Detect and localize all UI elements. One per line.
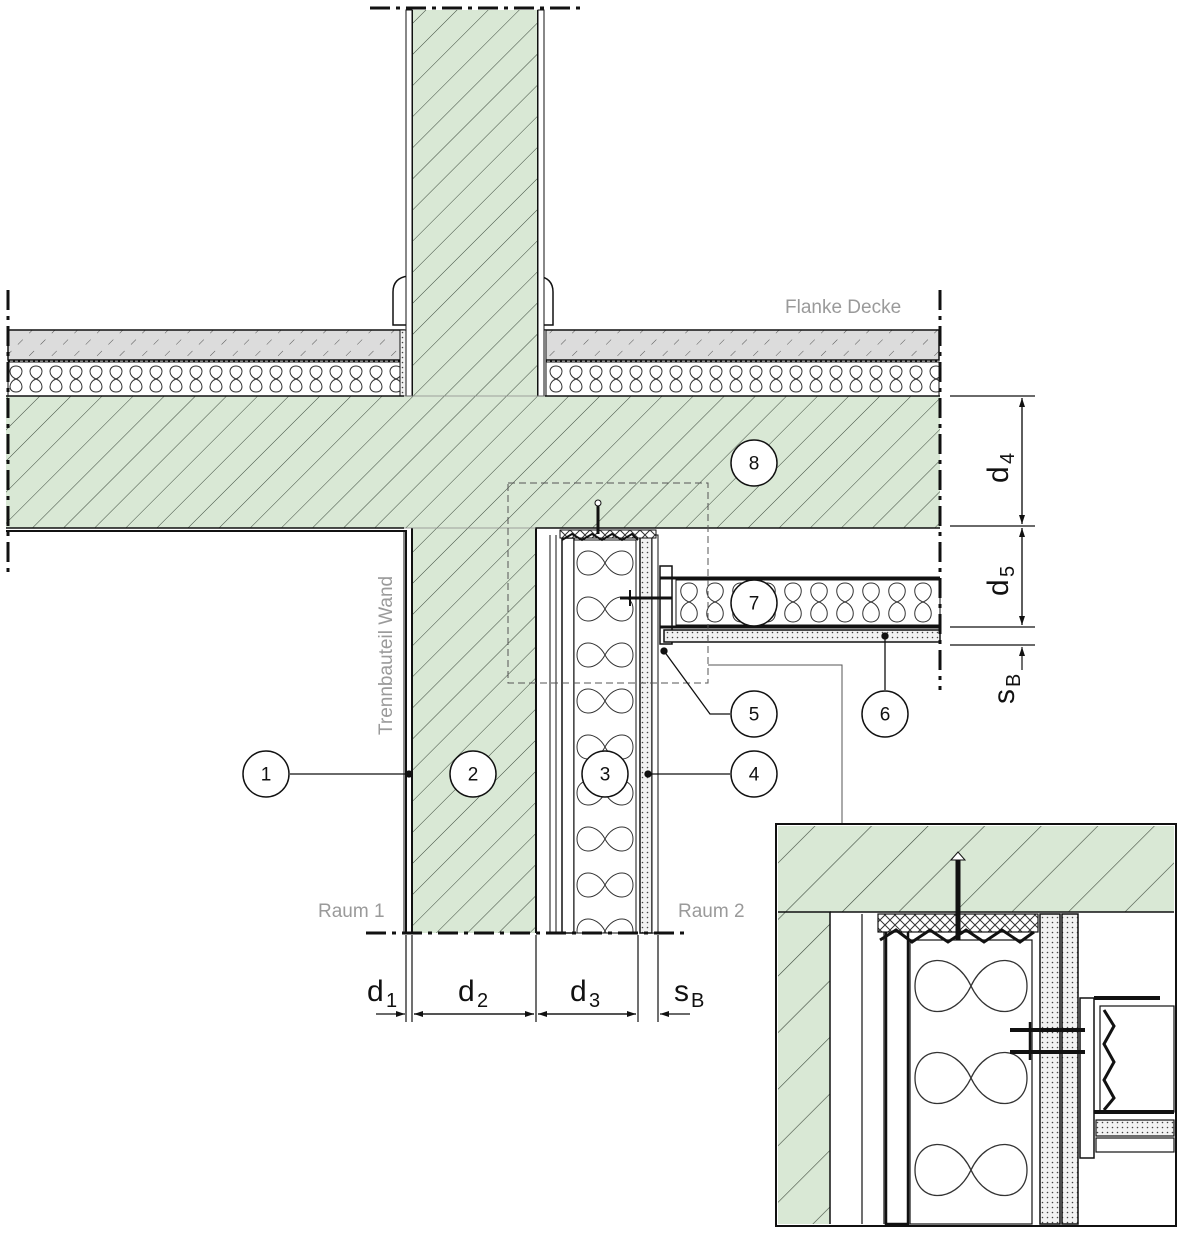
- svg-text:2: 2: [468, 765, 479, 786]
- bottom-dimension-lines: [376, 935, 690, 1022]
- svg-text:s: s: [988, 689, 1021, 704]
- svg-text:3: 3: [589, 990, 600, 1012]
- detail-inset: [775, 823, 1177, 1227]
- floor-screed-layer: [7, 329, 940, 361]
- callout-7: 7: [730, 579, 778, 627]
- detail-frame: [507, 482, 709, 684]
- svg-text:d: d: [458, 975, 475, 1008]
- callout-1: 1: [242, 750, 290, 798]
- inset-mineral-wool: [909, 939, 1033, 1225]
- svg-text:1: 1: [386, 990, 397, 1012]
- svg-text:5: 5: [749, 705, 760, 726]
- svg-text:4: 4: [997, 453, 1019, 464]
- callout-4: 4: [730, 750, 778, 798]
- ceiling-insulation: [675, 579, 941, 626]
- dim-sb-right: sB: [988, 674, 1025, 704]
- ceiling-board: [663, 629, 941, 643]
- gypsum-board: [639, 534, 653, 934]
- svg-text:d: d: [367, 975, 384, 1008]
- svg-text:B: B: [1003, 674, 1025, 687]
- callout-leaders: [290, 632, 889, 778]
- svg-text:s: s: [674, 975, 689, 1008]
- svg-text:4: 4: [749, 765, 760, 786]
- svg-text:6: 6: [880, 705, 891, 726]
- concrete-slab: [6, 396, 940, 528]
- callout-3: 3: [581, 750, 629, 798]
- svg-text:d: d: [982, 579, 1015, 596]
- label-raum-2: Raum 2: [678, 901, 745, 922]
- svg-text:8: 8: [749, 454, 760, 475]
- partition-wall-lower: [412, 528, 536, 933]
- suspended-ceiling: [620, 565, 941, 645]
- label-trennbauteil-wand: Trennbauteil Wand: [376, 576, 397, 735]
- callout-5: 5: [730, 690, 778, 738]
- right-dimension-lines: [950, 395, 1035, 670]
- mineral-wool-insulation: [573, 539, 637, 934]
- svg-text:5: 5: [997, 566, 1019, 577]
- impact-sound-insulation-layer: [7, 360, 940, 397]
- svg-text:1: 1: [261, 765, 272, 786]
- partition-wall-upper: [412, 10, 538, 396]
- svg-text:d: d: [570, 975, 587, 1008]
- label-flanke-decke: Flanke Decke: [785, 297, 901, 318]
- cut-lines: [6, 6, 942, 935]
- label-raum-1: Raum 1: [318, 901, 385, 922]
- facing-shell: [549, 499, 659, 934]
- callout-6: 6: [861, 690, 909, 738]
- svg-text:d: d: [982, 466, 1015, 483]
- svg-text:3: 3: [600, 765, 611, 786]
- dim-d4: d4: [982, 453, 1019, 483]
- callout-2: 2: [449, 750, 497, 798]
- dim-d5: d5: [982, 566, 1019, 596]
- svg-text:2: 2: [477, 990, 488, 1012]
- svg-text:7: 7: [749, 594, 760, 615]
- plaster-layer: [405, 9, 413, 397]
- svg-text:B: B: [691, 990, 704, 1012]
- callout-8: 8: [730, 439, 778, 487]
